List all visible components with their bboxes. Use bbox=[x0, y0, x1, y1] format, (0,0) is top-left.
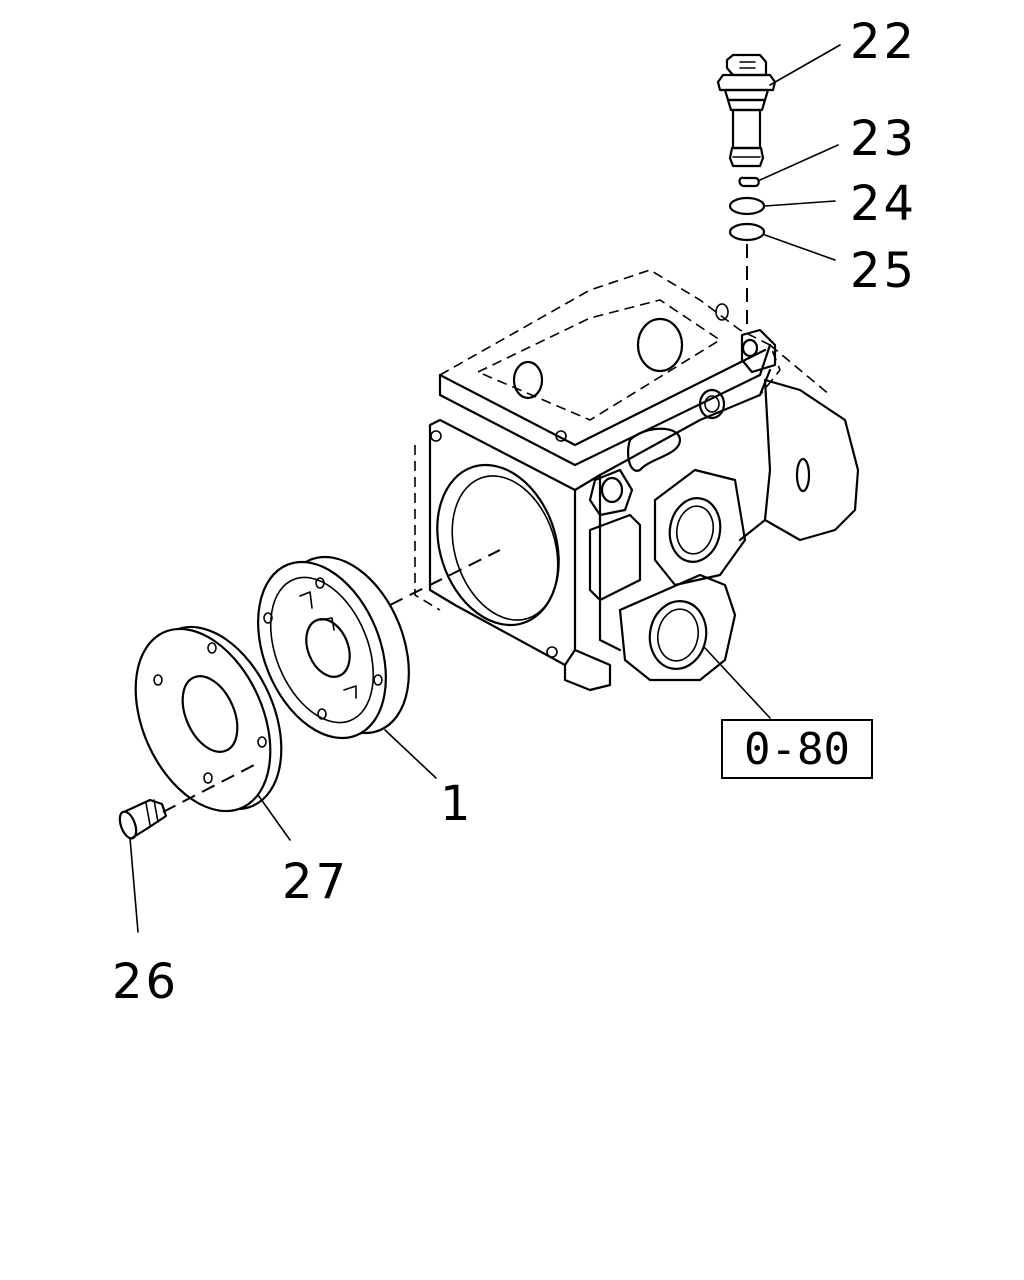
callout-26: 26 bbox=[112, 954, 179, 1010]
callout-24: 24 bbox=[850, 176, 917, 232]
reference-box-label: 0-80 bbox=[744, 724, 850, 775]
callout-23: 23 bbox=[850, 111, 917, 167]
pump-housing bbox=[414, 269, 860, 692]
screw-part-26 bbox=[118, 798, 168, 840]
valve-fitting-part-22 bbox=[716, 53, 777, 168]
callout-22: 22 bbox=[850, 14, 917, 70]
callout-25: 25 bbox=[850, 243, 917, 299]
callout-27: 27 bbox=[282, 854, 349, 910]
o-ring-part-25 bbox=[728, 222, 766, 242]
flange-part-1 bbox=[257, 555, 410, 740]
cover-plate-part-27 bbox=[134, 625, 283, 813]
leader-lines bbox=[129, 44, 841, 933]
callout-1: 1 bbox=[440, 776, 474, 832]
reference-box: 0-80 bbox=[721, 719, 873, 779]
assembly-axis-screw bbox=[162, 761, 261, 813]
clip-part-23 bbox=[738, 176, 760, 188]
o-ring-part-24 bbox=[728, 196, 766, 216]
assembly-axis-flange bbox=[389, 549, 501, 606]
